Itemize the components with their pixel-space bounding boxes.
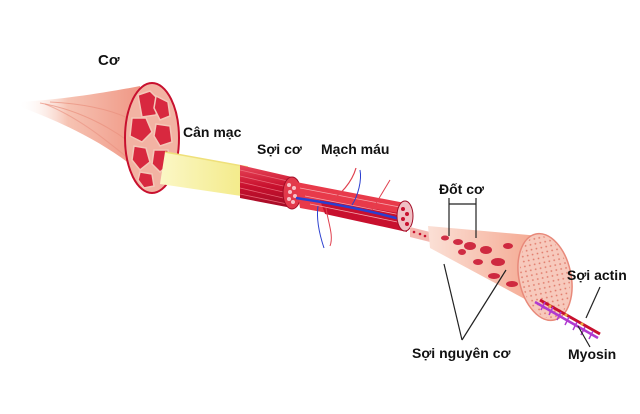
fascia-illustration — [160, 152, 248, 197]
label-muscle: Cơ — [98, 52, 120, 69]
label-myofibril: Sợi nguyên cơ — [412, 345, 510, 361]
blood-vessel-illustration — [296, 168, 413, 248]
label-sarcomere: Đốt cơ — [439, 181, 484, 197]
muscle-fiber-illustration — [240, 165, 301, 209]
muscle-illustration — [18, 83, 179, 193]
label-myosin: Myosin — [568, 346, 616, 362]
label-muscle-fiber: Sợi cơ — [257, 141, 302, 157]
label-actin-filament: Sợi actin — [567, 267, 627, 283]
label-fascia: Cân mạc — [183, 124, 241, 140]
connector-tube — [410, 227, 430, 242]
label-blood-vessel: Mạch máu — [321, 141, 389, 157]
